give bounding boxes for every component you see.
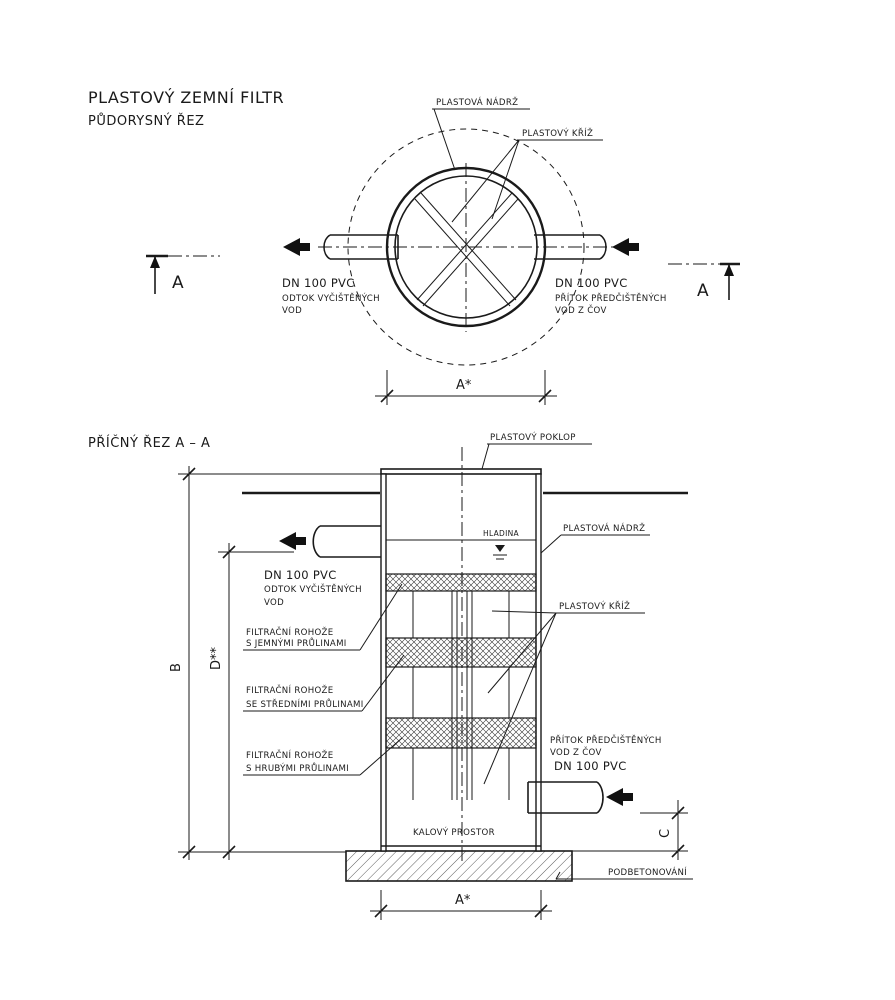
filter-mat-medium: [385, 637, 537, 668]
section-mark-left-letter: A: [172, 273, 184, 293]
tank-lid: [380, 468, 542, 475]
dimension-D: D**: [209, 543, 294, 860]
plan-outlet-dn: DN 100 PVC: [282, 276, 355, 290]
section-cross-segments: [412, 591, 510, 800]
mat-medium-label-1: FILTRAČNÍ ROHOŽE: [246, 684, 333, 696]
plan-excavation-outline: [347, 128, 585, 366]
mat-coarse-label-2: S HRUBÝMI PRŮLINAMI: [246, 762, 349, 774]
tank-wall-left: [380, 473, 387, 852]
tank-wall-right: [535, 473, 542, 852]
dimension-B-label: B: [169, 663, 184, 672]
plan-outlet-arrow-icon: [283, 238, 310, 256]
water-level-label: HLADINA: [483, 529, 520, 538]
section-outlet-label-1: ODTOK VYČIŠTĚNÝCH: [264, 583, 362, 595]
plan-outlet-pipe: [323, 234, 399, 260]
section-inlet-pipe: [527, 781, 604, 814]
lid-label: PLASTOVÝ POKLOP: [490, 431, 576, 443]
filter-mat-coarse: [385, 717, 537, 749]
dimension-C: C: [572, 800, 688, 860]
section-outlet-dn: DN 100 PVC: [264, 568, 337, 582]
plan-inlet-dn: DN 100 PVC: [555, 276, 628, 290]
drawing-title: PLASTOVÝ ZEMNÍ FILTR: [88, 88, 284, 107]
plan-subtitle: PŮDORYSNÝ ŘEZ: [88, 113, 204, 129]
section-dimension-width: A*: [370, 890, 552, 920]
section-mark-left: A: [146, 254, 220, 294]
section-inlet-arrow-icon: [606, 788, 633, 806]
section-inlet-label-2: VOD Z ČOV: [550, 746, 602, 758]
plan-inlet-pipe: [534, 234, 607, 260]
dimension-B: B: [169, 466, 381, 860]
section-mark-right-letter: A: [697, 281, 709, 301]
section-inlet-label-1: PŘÍTOK PŘEDČIŠTĚNÝCH: [550, 734, 662, 746]
section-mark-right: A: [668, 262, 740, 301]
mat-fine-label-2: S JEMNÝMI PRŮLINAMI: [246, 637, 347, 649]
mat-fine-label-1: FILTRAČNÍ ROHOŽE: [246, 626, 333, 638]
dimension-C-label: C: [658, 829, 673, 838]
mat-medium-label-2: SE STŘEDNÍMI PRŮLINAMI: [246, 698, 364, 710]
section-title: PŘÍČNÝ ŘEZ A – A: [88, 435, 210, 451]
section-dimension-label: A*: [455, 893, 471, 908]
cross-section: HLADINA: [169, 431, 693, 920]
plan-inlet-label-2: VOD Z ČOV: [555, 304, 607, 316]
plan-inlet-arrow-icon: [612, 238, 639, 256]
section-tank-label: PLASTOVÁ NÁDRŽ: [563, 522, 645, 534]
section-inlet-dn: DN 100 PVC: [554, 759, 627, 773]
plan-cross-label: PLASTOVÝ KŘÍŽ: [522, 127, 593, 139]
plan-dimension-width: A*: [375, 370, 557, 405]
section-outlet-arrow-icon: [279, 532, 306, 550]
base-label: PODBETONOVÁNÍ: [608, 866, 687, 878]
section-outlet-pipe: [312, 525, 381, 558]
sludge-space-label: KALOVÝ PROSTOR: [413, 826, 495, 838]
concrete-base: [345, 850, 573, 882]
plan-inlet-label-1: PŘÍTOK PŘEDČIŠTĚNÝCH: [555, 292, 667, 304]
plan-tank-label: PLASTOVÁ NÁDRŽ: [436, 96, 518, 108]
mat-coarse-label-1: FILTRAČNÍ ROHOŽE: [246, 749, 333, 761]
dimension-D-label: D**: [209, 646, 224, 670]
section-cross-label: PLASTOVÝ KŘÍŽ: [559, 600, 630, 612]
plan-view: PLASTOVÁ NÁDRŽ PLASTOVÝ KŘÍŽ DN 100 PVC …: [146, 96, 740, 405]
section-outlet-label-2: VOD: [264, 598, 284, 608]
plan-outlet-label-2: VOD: [282, 306, 302, 316]
plan-outlet-label-1: ODTOK VYČIŠTĚNÝCH: [282, 292, 380, 304]
plan-dimension-label: A*: [456, 378, 472, 393]
filter-mat-fine: [385, 573, 537, 592]
